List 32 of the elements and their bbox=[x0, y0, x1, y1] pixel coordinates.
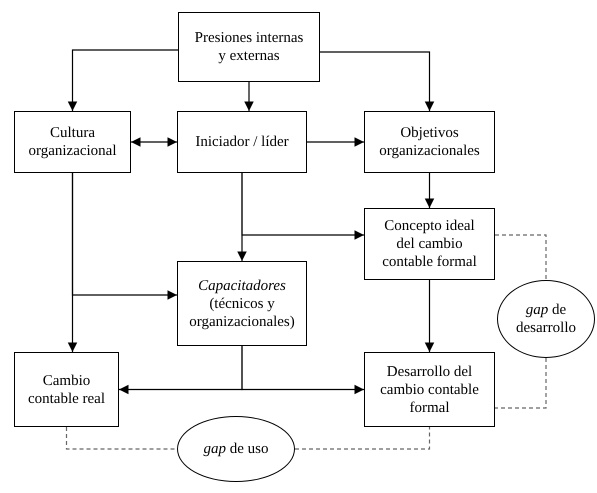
arrow bbox=[307, 137, 364, 147]
node-label: Presiones internas y externas bbox=[194, 29, 304, 65]
node-label: Concepto ideal del cambio contable formal bbox=[381, 217, 478, 271]
process-box bbox=[14, 111, 131, 173]
arrow bbox=[68, 49, 178, 111]
arrow bbox=[424, 173, 434, 208]
node-label: Iniciador / líder bbox=[195, 133, 289, 151]
arrow bbox=[241, 346, 364, 394]
process-box bbox=[364, 208, 495, 280]
node-label: gap de uso bbox=[204, 440, 268, 458]
node-label: Objetivos organizacionales bbox=[378, 124, 481, 160]
arrow bbox=[68, 173, 78, 352]
arrow bbox=[320, 51, 434, 111]
process-box bbox=[177, 111, 307, 173]
arrow bbox=[131, 137, 177, 147]
arrow bbox=[424, 280, 434, 352]
process-box bbox=[364, 352, 495, 427]
dashed-connector bbox=[495, 234, 547, 280]
node-label: Cambio contable real bbox=[27, 372, 106, 408]
node-label: Cultura organizacional bbox=[27, 124, 118, 160]
dashed-connector bbox=[295, 427, 430, 450]
dashed-connector bbox=[66, 427, 177, 450]
node-label: Capacitadores (técnicos y organizacionales) bbox=[189, 276, 295, 330]
node-label: gap de desarrollo bbox=[516, 301, 576, 337]
process-box bbox=[177, 261, 307, 346]
arrow bbox=[237, 173, 247, 261]
process-box bbox=[178, 12, 320, 82]
process-box bbox=[364, 111, 495, 173]
process-box bbox=[14, 352, 119, 427]
arrow bbox=[244, 82, 254, 111]
dashed-connector bbox=[495, 358, 547, 409]
node-label: Desarrollo del cambio contable formal bbox=[379, 362, 480, 416]
